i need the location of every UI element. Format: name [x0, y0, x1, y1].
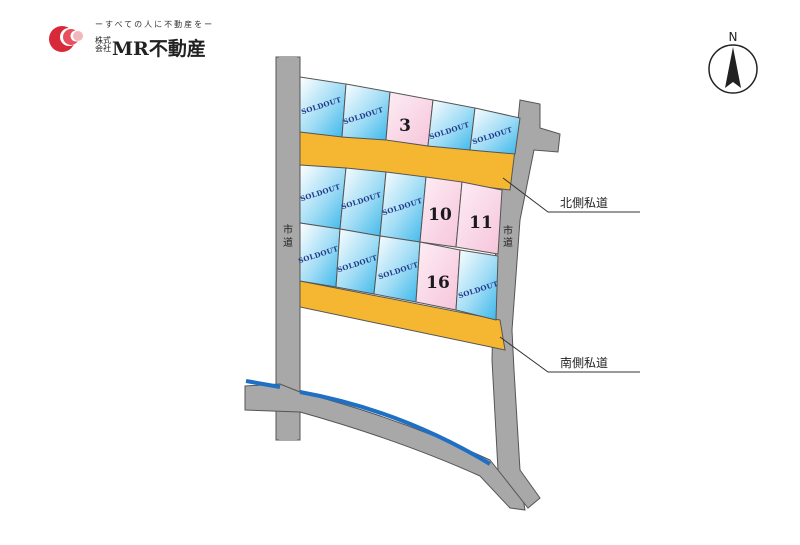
south-private-road-label: 南側私道: [560, 355, 608, 370]
lot-r2-5[interactable]: [455, 181, 503, 255]
company-tagline: ーすべての人に不動産をー: [95, 20, 215, 29]
lot-r2-5-label: 11: [469, 213, 493, 233]
company-logo-icon: [49, 26, 83, 52]
west-city-road: [275, 56, 301, 441]
lot-r1-5[interactable]: [469, 107, 521, 155]
lot-row-1: SOLDOUT SOLDOUT 3 SOLDOUT SOLDOUT: [299, 76, 521, 155]
river: [245, 379, 492, 466]
east-road-label-1: 市: [503, 224, 513, 237]
lot-row-3: SOLDOUT SOLDOUT SOLDOUT 16 SOLDOUT: [297, 222, 500, 321]
lot-r2-4-label: 10: [428, 205, 452, 225]
east-road-label-2: 道: [503, 236, 513, 249]
company-type: 株式会社: [95, 36, 111, 53]
south-private-road: [299, 280, 506, 351]
west-road-label-2: 道: [283, 236, 293, 249]
lot-r3-5[interactable]: [455, 249, 499, 321]
lot-row-2: SOLDOUT SOLDOUT SOLDOUT 10 11: [299, 164, 503, 255]
compass-north-label: N: [729, 30, 738, 44]
north-compass-icon: N: [708, 30, 758, 94]
south-road-leader: [499, 336, 640, 373]
west-road-label-1: 市: [283, 223, 293, 236]
lot-r1-3-label: 3: [399, 116, 411, 136]
lot-r3-4-label: 16: [426, 273, 450, 293]
north-road-leader: [502, 177, 640, 213]
company-name: MR不動産: [112, 38, 206, 60]
south-city-road: [244, 383, 526, 511]
north-private-road-label: 北側私道: [560, 196, 608, 210]
